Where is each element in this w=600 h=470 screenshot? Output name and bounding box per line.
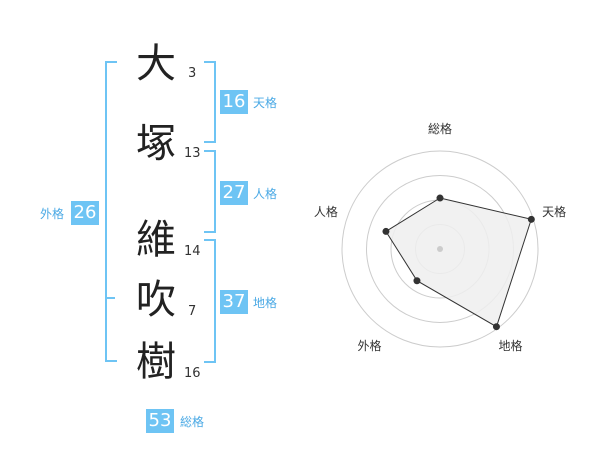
radar-center-dot [437, 246, 443, 252]
soukaku-badge: 53 [146, 409, 174, 433]
stroke-count-4: 7 [188, 304, 197, 319]
name-char-2: 塚 [136, 121, 176, 167]
jinkaku-badge: 27 [220, 181, 248, 205]
radar-ring-4 [341, 150, 539, 348]
gaikaku-label: 外格 [40, 207, 65, 221]
chikaku-label: 地格 [253, 296, 278, 310]
radar-point-4 [382, 227, 390, 235]
name-char-5: 樹 [136, 339, 176, 385]
chikaku-badge: 37 [220, 290, 248, 314]
name-char-1: 大 [136, 41, 176, 87]
radar-axis-label-3: 外格 [357, 338, 381, 353]
tenkaku-badge: 16 [220, 90, 248, 114]
soukaku-label: 総格 [180, 415, 205, 429]
jinkaku-bracket [204, 150, 216, 233]
radar-point-0 [436, 194, 444, 202]
tenkaku-label: 天格 [253, 96, 278, 110]
radar-axis-label-2: 地格 [498, 338, 522, 353]
radar-axis-label-1: 天格 [542, 204, 566, 219]
radar-point-3 [413, 277, 421, 285]
tenkaku-bracket [204, 61, 216, 143]
stroke-count-1: 3 [188, 66, 197, 81]
radar-axis-label-0: 総格 [428, 121, 452, 136]
gaikaku-badge: 26 [71, 201, 99, 225]
radar-data-shape [385, 197, 532, 328]
chikaku-bracket [204, 239, 216, 363]
radar-point-2 [492, 323, 500, 331]
jinkaku-label: 人格 [253, 187, 278, 201]
radar-axis-label-4: 人格 [314, 204, 338, 219]
stroke-count-2: 13 [184, 146, 201, 161]
stroke-count-3: 14 [184, 244, 201, 259]
stroke-count-5: 16 [184, 366, 201, 381]
gaikaku-bracket [105, 61, 117, 362]
gaikaku-bracket-divider [105, 297, 115, 299]
radar-point-1 [527, 215, 535, 223]
name-char-4: 吹 [136, 277, 176, 323]
name-char-3: 維 [136, 217, 176, 263]
radar-points [382, 194, 535, 331]
